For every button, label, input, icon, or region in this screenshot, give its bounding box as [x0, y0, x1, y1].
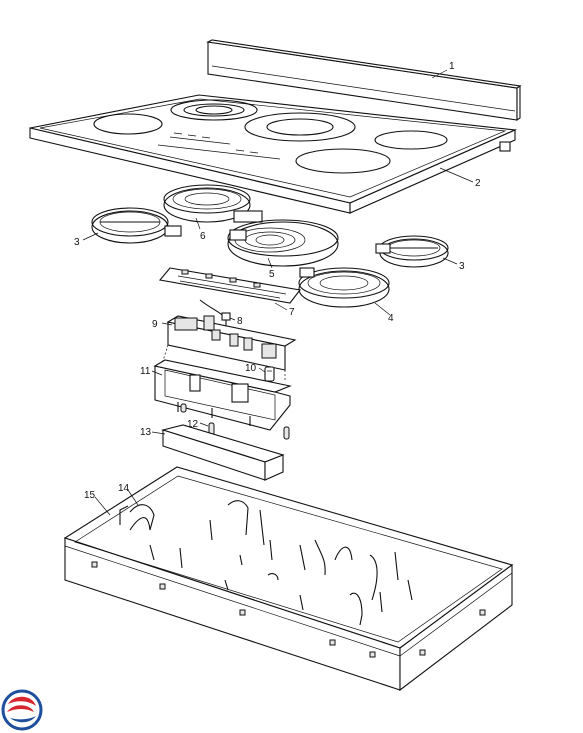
part-chassis — [63, 466, 514, 692]
part-glass-cooktop — [29, 94, 518, 214]
part-element-bridge — [227, 219, 339, 267]
callout-3-right: 3 — [459, 261, 465, 272]
chassis-slots — [91, 561, 486, 658]
callout-9: 9 — [152, 319, 158, 330]
part-standoffs — [180, 403, 290, 440]
part-element-right — [375, 235, 449, 268]
callout-7: 7 — [289, 307, 295, 318]
callout-1: 1 — [449, 61, 455, 72]
chassis-brackets — [119, 500, 413, 626]
callout-6: 6 — [200, 231, 206, 242]
part-clip — [129, 504, 155, 531]
callout-2: 2 — [475, 178, 481, 189]
callout-4: 4 — [388, 313, 394, 324]
part-element-6 — [163, 184, 263, 223]
part-touch-board — [158, 267, 301, 304]
part-element-left — [91, 207, 182, 244]
callout-13: 13 — [140, 427, 152, 438]
part-control-box — [153, 359, 292, 431]
part-bracket-plate — [160, 424, 285, 481]
callout-14: 14 — [118, 483, 130, 494]
part-element-front-right — [298, 267, 390, 308]
callout-10: 10 — [245, 363, 257, 374]
brand-swirl-logo-icon — [1, 689, 43, 731]
callout-3-left: 3 — [74, 237, 80, 248]
part-back-trim — [206, 39, 522, 122]
part-relay — [264, 366, 275, 382]
callout-5: 5 — [269, 269, 275, 280]
leader-lines — [82, 69, 474, 516]
part-power-board — [166, 315, 297, 371]
callout-8: 8 — [237, 316, 243, 327]
callout-15: 15 — [84, 490, 96, 501]
control-markings — [157, 132, 281, 160]
callout-12: 12 — [187, 419, 199, 430]
callout-labels: 1 2 3 3 4 5 6 7 8 9 10 11 12 13 14 15 — [74, 61, 481, 501]
callout-11: 11 — [140, 366, 151, 377]
